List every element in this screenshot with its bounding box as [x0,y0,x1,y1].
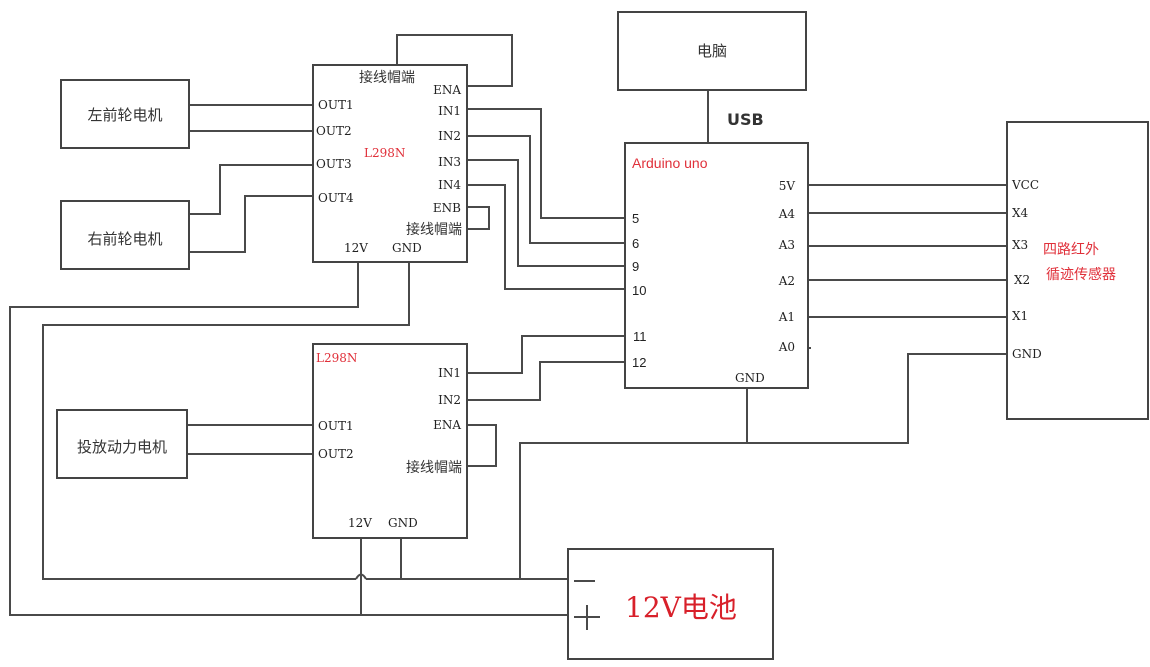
arduino-pin-12: 12 [632,355,646,370]
d1-pin-out3: OUT3 [316,157,352,171]
d2-pin-ena: ENA [433,418,461,432]
wires [9,34,1007,616]
d2-name: L298N [316,351,357,365]
d1-pin-out4: OUT4 [318,191,354,205]
d1-pin-enb: ENB [433,201,461,215]
wire-d2-in2-pin12 [467,361,625,401]
d1-pin-in3: IN3 [438,155,461,169]
battery-12v: 12V电池 [567,548,774,660]
arduino-pin-a2: A2 [778,274,795,288]
wire-d1-gnd [42,262,568,580]
d2-pin-in2: IN2 [438,393,461,407]
d1-pin-in1: IN1 [438,104,461,118]
wire-enb-jumper [467,206,490,230]
sensor-pin-x4: X4 [1012,206,1029,220]
l298n-driver-1: 接线帽端 L298N OUT1 OUT2 OUT3 OUT4 ENA IN1 I… [312,64,468,263]
sensor-name-line2: 循迹传感器 [1046,266,1116,283]
sensor-name-line1: 四路红外 [1043,242,1099,258]
arduino-pin-11: 11 [633,329,647,344]
left-front-motor-label: 左前轮电机 [87,106,162,124]
battery-label: 12V电池 [625,591,737,624]
d2-pin-gnd: GND [388,516,418,530]
wire-d1-12v [9,262,568,616]
wire-arduino-gnd-battery [519,442,747,579]
wire-in3-pin9 [467,159,625,267]
d1-pin-in4: IN4 [438,178,461,192]
arduino-uno: Arduino uno 5 6 9 10 11 12 5V A4 A3 A2 A… [624,142,809,389]
d1-pin-12v: 12V [344,241,368,255]
sensor-pin-x2: X2 [1014,273,1030,287]
d1-jumper-right-label: 接线帽端 [406,221,462,238]
usb-label: USB [727,110,764,129]
wire-in2-pin6 [467,135,625,244]
wire-in4-pin10 [467,184,625,290]
sensor-pin-gnd: GND [1012,347,1042,361]
release-motor: 投放动力电机 [56,409,188,479]
d1-pin-out1: OUT1 [318,98,354,112]
arduino-pin-6: 6 [632,236,639,251]
right-front-motor-label: 右前轮电机 [87,230,162,248]
release-motor-label: 投放动力电机 [77,438,167,456]
wire-d2-in1-pin11 [467,335,625,374]
sensor-pin-x3: X3 [1012,238,1028,252]
wire-in1-pin5 [467,108,625,219]
arduino-pin-9: 9 [632,259,639,274]
left-front-motor: 左前轮电机 [60,79,190,149]
d2-pin-out1: OUT1 [318,419,354,433]
arduino-pin-gnd: GND [735,371,765,385]
d2-pin-out2: OUT2 [318,447,354,461]
arduino-pin-5: 5 [632,211,639,226]
d2-jumper-label: 接线帽端 [406,459,462,476]
arduino-name: Arduino uno [632,155,708,171]
computer-label: 电脑 [697,42,727,60]
d1-pin-in2: IN2 [438,129,461,143]
ir-tracking-sensor: VCC X4 X3 X2 X1 GND 四路红外 循迹传感器 [1006,121,1149,420]
sensor-pin-x1: X1 [1012,309,1028,323]
arduino-pin-10: 10 [632,283,646,298]
d1-pin-gnd: GND [392,241,422,255]
right-front-motor: 右前轮电机 [60,200,190,270]
d1-name: L298N [364,146,405,160]
wire-sensor-gnd [746,353,1007,444]
d1-jumper-top-label: 接线帽端 [359,69,415,86]
d2-pin-in1: IN1 [438,366,461,380]
wire-ena-jumper-top [396,34,513,87]
d1-pin-out2: OUT2 [316,124,352,138]
arduino-pin-5v: 5V [779,179,796,193]
sensor-pin-vcc: VCC [1011,178,1039,192]
arduino-pin-a0: A0 [778,340,795,354]
wire-d2-ena-jumper [467,424,497,467]
arduino-pin-a3: A3 [778,238,795,252]
arduino-pin-a4: A4 [778,207,796,221]
wire-out3 [189,164,313,215]
d1-pin-ena: ENA [433,83,461,97]
l298n-driver-2: L298N IN1 IN2 ENA 接线帽端 OUT1 OUT2 12V GND [312,343,468,539]
d2-pin-12v: 12V [348,516,372,530]
computer-box: 电脑 [617,11,807,91]
wire-out4 [189,195,313,253]
arduino-pin-a1: A1 [778,310,795,324]
